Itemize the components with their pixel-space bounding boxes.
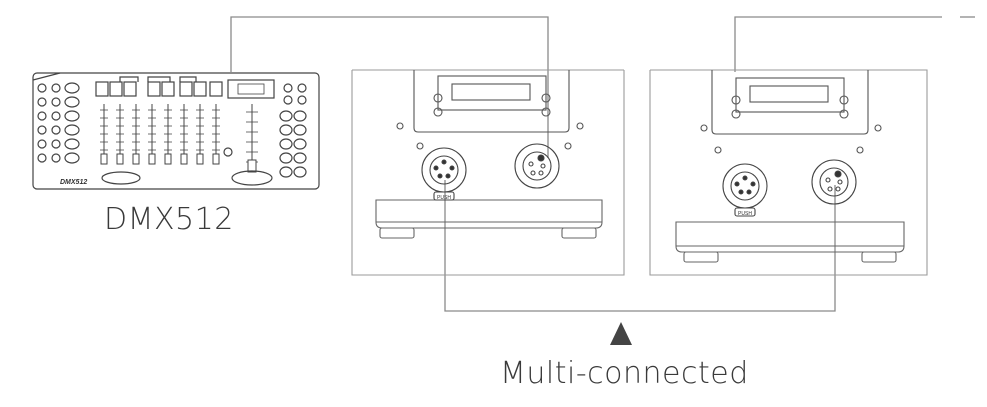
fixture-2-foot-right — [861, 251, 897, 263]
cable-fixture1-to-fixture2 — [734, 16, 942, 72]
controller-label: DMX512 — [104, 202, 234, 237]
fixture-1-housing — [351, 70, 625, 276]
fixture-2-base — [675, 221, 905, 253]
dmx512-controller: DMX512 — [32, 72, 320, 190]
controller-faders — [100, 104, 258, 173]
controller-tap-pad — [101, 171, 141, 185]
fixture-1-base — [375, 199, 603, 229]
fixture-1-xlr-in: PUSH — [421, 147, 467, 201]
controller-display — [227, 79, 275, 99]
fixture-2-xlr-in: PUSH — [722, 163, 768, 217]
fixture-1-xlr-out — [514, 143, 560, 189]
fixture-1: PUSH — [351, 69, 625, 276]
up-triangle-icon — [610, 322, 632, 345]
controller-left-buttons — [37, 82, 80, 164]
fixture-1-push-label: PUSH — [437, 195, 451, 201]
controller-top-buttons — [95, 76, 223, 97]
controller-body — [32, 72, 320, 190]
fixture-2-xlr-out — [811, 159, 857, 205]
controller-master-pad — [231, 170, 273, 186]
fixture-1-foot-right — [561, 227, 597, 239]
fixture-2-housing — [649, 69, 928, 276]
fixture-2: PUSH — [649, 69, 928, 276]
cable-bottom-link — [444, 180, 836, 312]
fixture-1-foot-left — [379, 227, 415, 239]
cable-controller-to-fixture1 — [230, 16, 549, 158]
controller-right-buttons — [279, 83, 307, 178]
diagram-caption: Multi-connected — [500, 356, 749, 391]
fixture-2-push-label: PUSH — [738, 211, 752, 217]
fixture-2-foot-left — [683, 251, 719, 263]
fixture-1-yoke — [413, 70, 570, 133]
controller-panel-model: DMX512 — [60, 179, 87, 186]
fixture-2-yoke — [711, 70, 869, 135]
dmx-cables — [230, 16, 975, 312]
